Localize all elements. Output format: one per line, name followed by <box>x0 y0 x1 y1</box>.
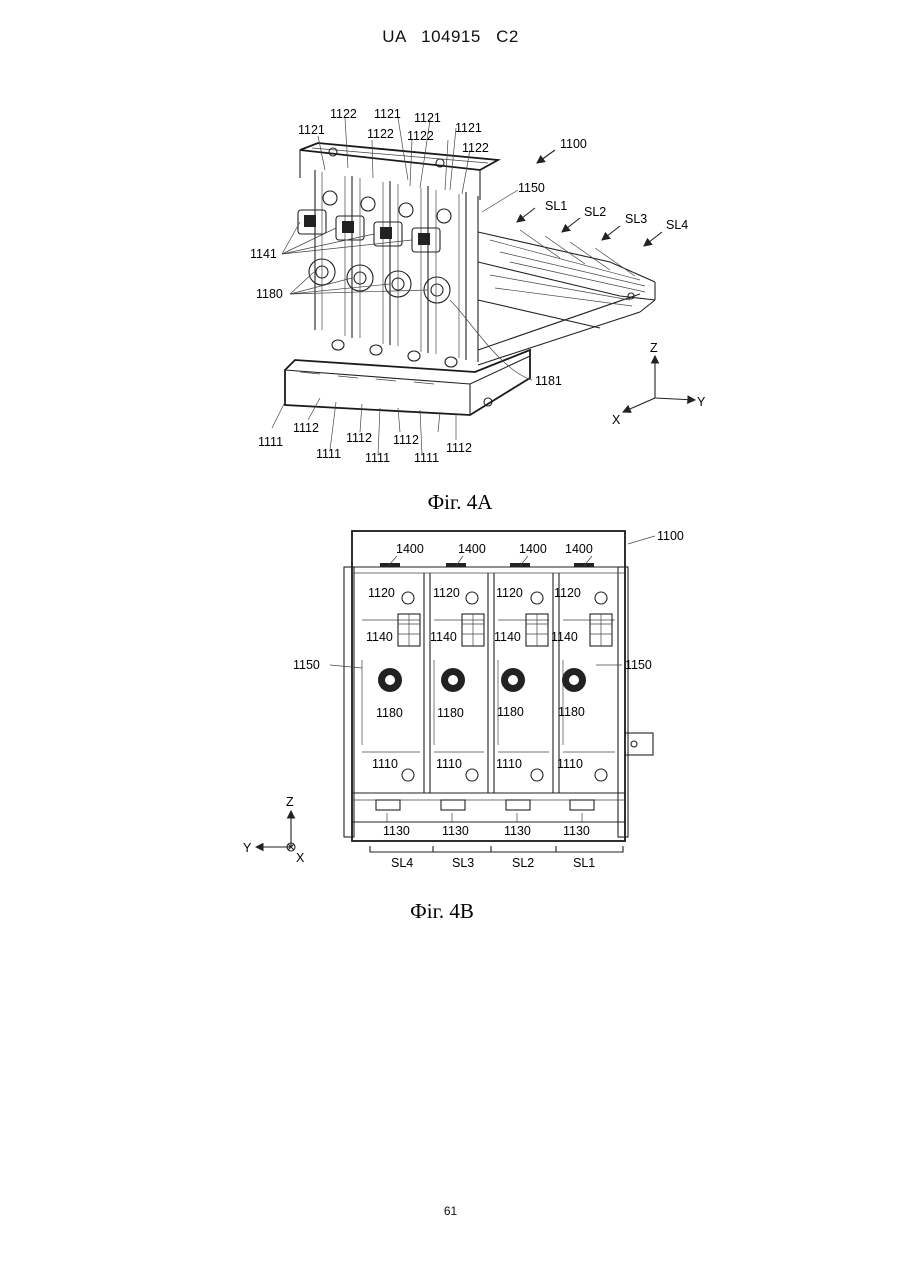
label-sl3: SL3 <box>625 212 647 226</box>
label-1140: 1140 <box>430 630 457 644</box>
label-sl2: SL2 <box>584 205 606 219</box>
label-1100: 1100 <box>657 529 684 543</box>
figure-4a <box>272 118 695 455</box>
figure-4b-caption: Фіг. 4B <box>410 899 474 923</box>
label-1400: 1400 <box>519 542 547 556</box>
label-1110: 1110 <box>436 757 462 771</box>
label-1112: 1112 <box>346 431 372 445</box>
label-sl1: SL1 <box>545 199 567 213</box>
label-slot: SL3 <box>452 856 474 870</box>
figure-4b <box>256 531 655 852</box>
label-1130: 1130 <box>442 824 469 838</box>
label-1141: 1141 <box>250 247 277 261</box>
axis-z-label: Z <box>286 795 294 809</box>
label-1122: 1122 <box>330 107 357 121</box>
label-1180: 1180 <box>256 287 283 301</box>
label-1180: 1180 <box>376 706 403 720</box>
label-slot: SL4 <box>391 856 413 870</box>
label-1112: 1112 <box>446 441 472 455</box>
label-1110: 1110 <box>557 757 583 771</box>
label-1180: 1180 <box>437 706 464 720</box>
label-1130: 1130 <box>563 824 590 838</box>
label-1100: 1100 <box>560 137 587 151</box>
label-1120: 1120 <box>554 586 581 600</box>
label-1121: 1121 <box>298 123 325 137</box>
figure-4a-caption: Фіг. 4A <box>428 490 494 514</box>
axis-x-label: X <box>612 413 621 427</box>
label-1121: 1121 <box>455 121 482 135</box>
label-1120: 1120 <box>368 586 395 600</box>
label-1111: 1111 <box>365 451 390 465</box>
label-1121: 1121 <box>414 111 441 125</box>
label-1120: 1120 <box>496 586 523 600</box>
label-1110: 1110 <box>372 757 398 771</box>
axis-y-label: Y <box>697 395 706 409</box>
label-1112: 1112 <box>393 433 419 447</box>
label-1140: 1140 <box>551 630 578 644</box>
axis-y-label: Y <box>243 841 252 855</box>
label-1120: 1120 <box>433 586 460 600</box>
axis-z-label: Z <box>650 341 658 355</box>
label-1150: 1150 <box>293 658 320 672</box>
label-1400: 1400 <box>565 542 593 556</box>
label-1130: 1130 <box>504 824 531 838</box>
label-1111: 1111 <box>414 451 439 465</box>
label-1122: 1122 <box>407 129 434 143</box>
label-1122: 1122 <box>462 141 489 155</box>
label-1111: 1111 <box>316 447 341 461</box>
label-1181: 1181 <box>535 374 562 388</box>
label-1122: 1122 <box>367 127 394 141</box>
label-1150: 1150 <box>518 181 545 195</box>
label-1140: 1140 <box>366 630 393 644</box>
page-number: 61 <box>0 1204 901 1218</box>
label-1121: 1121 <box>374 107 401 121</box>
label-slot: SL1 <box>573 856 595 870</box>
label-1140: 1140 <box>494 630 521 644</box>
label-1150: 1150 <box>625 658 652 672</box>
label-slot: SL2 <box>512 856 534 870</box>
label-1112: 1112 <box>293 421 319 435</box>
label-1110: 1110 <box>496 757 522 771</box>
label-1180: 1180 <box>558 705 585 719</box>
label-sl4: SL4 <box>666 218 688 232</box>
label-1180: 1180 <box>497 705 524 719</box>
label-1400: 1400 <box>458 542 486 556</box>
axis-x-label: X <box>296 851 305 865</box>
label-1130: 1130 <box>383 824 410 838</box>
label-1400: 1400 <box>396 542 424 556</box>
label-1111: 1111 <box>258 435 283 449</box>
